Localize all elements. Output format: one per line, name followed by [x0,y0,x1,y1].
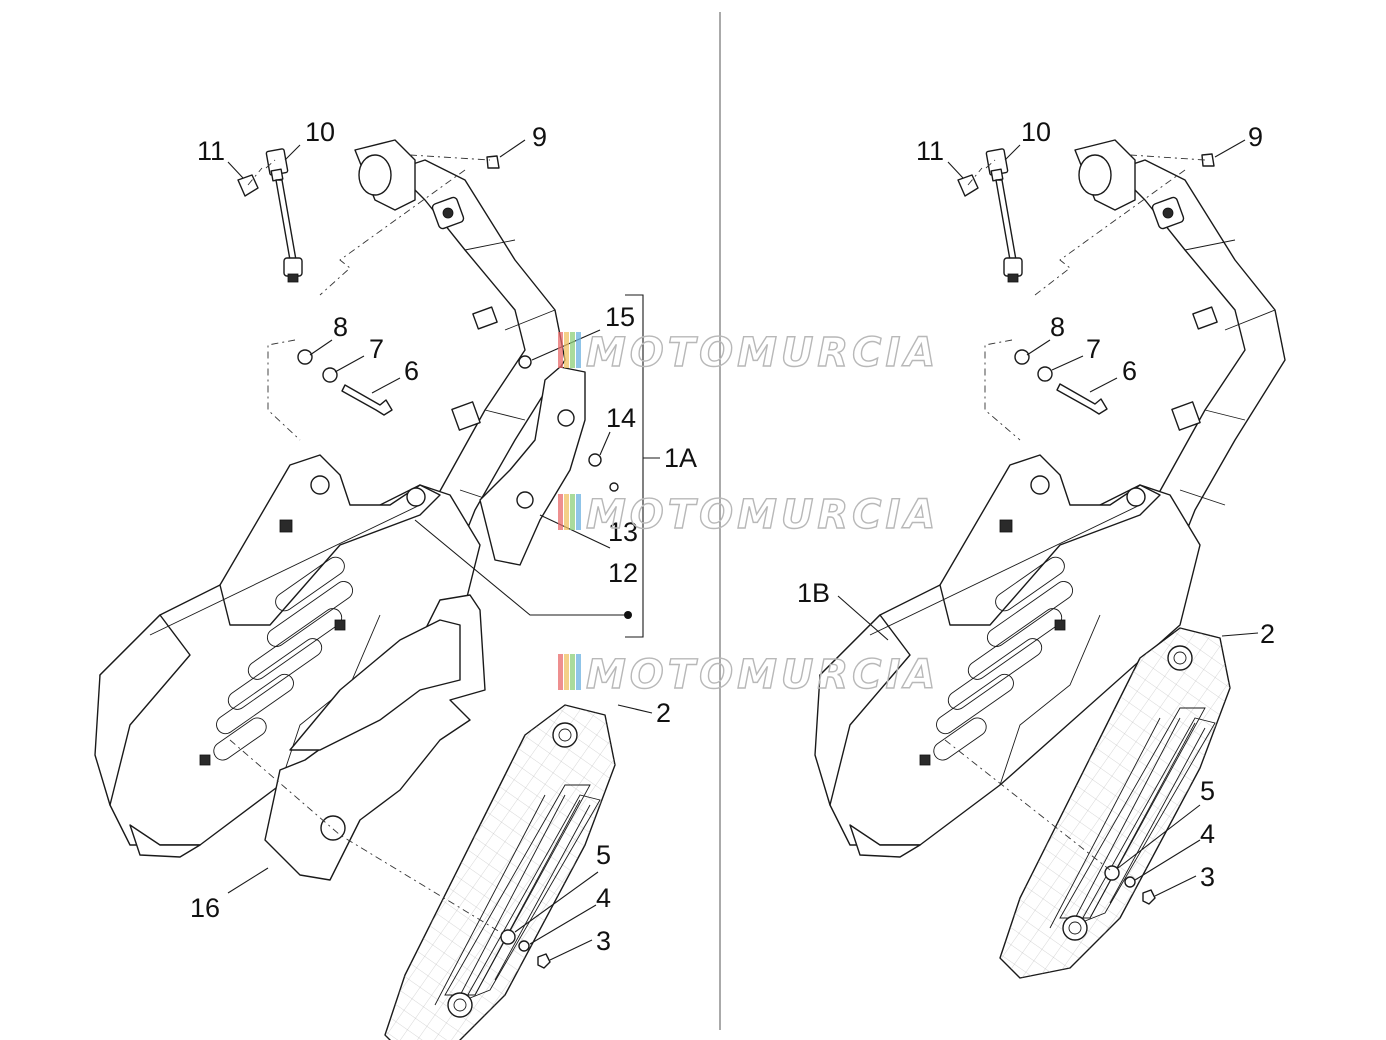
callout-11-left: 11 [197,136,225,166]
callout-11-right: 11 [916,136,944,166]
bolt-6-left [341,384,393,416]
nut-5-left [500,929,516,945]
clip-11-right [957,174,979,197]
callout-3-right: 3 [1200,862,1215,892]
svg-text:MOTOMURCIA: MOTOMURCIA [586,492,939,538]
callout-3-left: 3 [596,926,611,956]
nut-9-right [1201,153,1215,167]
svg-text:MOTOMURCIA: MOTOMURCIA [586,330,939,376]
callout-4-left: 4 [596,883,611,913]
washer-4-left [518,940,530,952]
screw-3-left [537,953,551,969]
callout-6-right: 6 [1122,356,1137,386]
callout-5-left: 5 [596,840,611,870]
left-assembly: 11 10 9 8 7 6 15 14 1A 13 12 2 16 5 4 3 [94,117,697,1040]
washer-8-left [297,349,313,365]
washer-7-right [1037,366,1053,382]
bolt-6-right [1056,383,1108,415]
screw-13-left [609,482,619,492]
callout-7-left: 7 [369,334,384,364]
callout-8-left: 8 [333,312,348,342]
callout-10-left: 10 [305,117,335,147]
right-assembly: 11 10 9 8 7 6 1B 2 5 4 3 [797,117,1286,978]
callout-15-left: 15 [605,302,635,332]
nut-9-left [486,155,500,169]
callout-6-left: 6 [404,356,419,386]
callout-4-right: 4 [1200,819,1215,849]
callout-1b-right: 1B [797,578,830,608]
callout-9-right: 9 [1248,122,1263,152]
callout-2-left: 2 [656,698,671,728]
washer-7-left [322,367,338,383]
screw-3-right [1142,889,1156,905]
washer-8-right [1014,349,1030,365]
watermark-3: MOTOMURCIA [558,651,939,699]
svg-text:MOTOMURCIA: MOTOMURCIA [586,652,939,698]
callout-5-right: 5 [1200,776,1215,806]
callout-9-left: 9 [532,122,547,152]
callout-13-left: 13 [608,517,638,547]
nut-15-left [518,355,532,369]
watermark-2: MOTOMURCIA [558,491,939,539]
callout-14-left: 14 [606,403,636,433]
watermark-1: MOTOMURCIA [558,329,939,377]
callout-1a-left: 1A [664,443,697,473]
callout-7-right: 7 [1086,334,1101,364]
clip-11-left [237,174,259,197]
callout-10-right: 10 [1021,117,1051,147]
exhaust-pipe-right [1074,139,1286,561]
callout-8-right: 8 [1050,312,1065,342]
callout-16-left: 16 [190,893,220,923]
nut-14-left [588,453,602,467]
lambda-sensor-right [985,147,1023,283]
washer-4-right [1124,876,1136,888]
lambda-sensor-left [265,147,303,283]
nut-5-right [1104,865,1120,881]
callout-12-left: 12 [608,558,638,588]
callout-2-right: 2 [1260,619,1275,649]
